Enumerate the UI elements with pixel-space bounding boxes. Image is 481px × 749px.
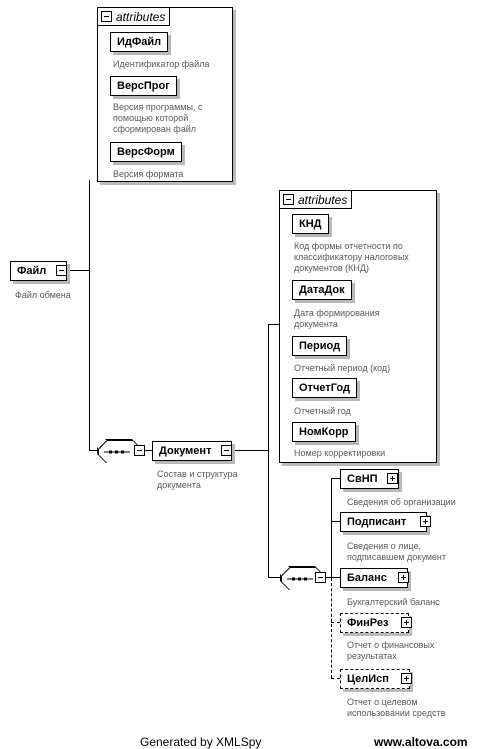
attribute-otchetgod[interactable]: ОтчетГод: [292, 378, 357, 398]
child-description: Бухгалтерский баланс: [347, 597, 440, 607]
root-element-file[interactable]: Файл: [10, 261, 68, 281]
connector: [268, 324, 269, 577]
connector: [324, 577, 331, 578]
attribute-description: Код формы отчетности по классификатору н…: [294, 241, 409, 273]
document-element[interactable]: Документ: [152, 441, 233, 461]
expand-icon[interactable]: [420, 516, 431, 527]
connector: [331, 478, 332, 578]
child-description: Отчет о целевом использовании средств: [347, 697, 446, 718]
connector: [268, 324, 279, 325]
collapse-icon[interactable]: [315, 572, 326, 583]
attribute-description: Идентификатор файла: [113, 59, 210, 69]
attributes-title: attributes: [116, 9, 166, 24]
attribute-description: Версия программы, с помощью которой сфор…: [113, 102, 203, 134]
collapse-icon[interactable]: [221, 445, 232, 456]
root-description: Файл обмена: [15, 290, 71, 300]
connector: [67, 270, 89, 271]
attribute-period[interactable]: Период: [292, 336, 348, 356]
connector: [89, 180, 90, 450]
child-description: Сведения об организации: [347, 497, 456, 507]
collapse-icon[interactable]: [283, 194, 294, 205]
child-tselisp[interactable]: ЦелИсп: [340, 669, 410, 689]
child-podpisant[interactable]: Подписант: [340, 512, 428, 532]
expand-icon[interactable]: [401, 673, 412, 684]
document-attributes-group: attributes КНД Код формы отчетности по к…: [279, 190, 437, 463]
document-description: Состав и структура документа: [157, 469, 238, 490]
sequence-icon: [98, 440, 141, 463]
child-description: Сведения о лице, подписавшем документ: [347, 541, 447, 562]
expand-icon[interactable]: [398, 572, 409, 583]
sequence-compositor[interactable]: [280, 566, 324, 590]
connector: [232, 450, 268, 451]
collapse-icon[interactable]: [134, 445, 145, 456]
attribute-nomkorr[interactable]: НомКорр: [292, 422, 356, 442]
attribute-datadok[interactable]: ДатаДок: [292, 280, 352, 300]
expand-icon[interactable]: [387, 473, 398, 484]
attribute-description: Отчетный год: [294, 406, 351, 416]
attribute-versprog[interactable]: ВерсПрог: [110, 76, 177, 96]
sequence-compositor[interactable]: [97, 439, 141, 463]
expand-icon[interactable]: [401, 617, 412, 628]
attributes-header[interactable]: attributes: [98, 8, 171, 26]
connector: [89, 450, 101, 451]
sequence-icon: [281, 567, 324, 590]
child-balans[interactable]: Баланс: [340, 568, 408, 588]
attribute-description: Отчетный период (код): [294, 363, 391, 373]
attributes-header[interactable]: attributes: [280, 191, 353, 209]
connector: [331, 577, 340, 578]
attribute-versform[interactable]: ВерсФорм: [110, 142, 182, 162]
connector-optional: [331, 578, 332, 678]
connector: [331, 478, 340, 479]
connector: [268, 577, 281, 578]
child-finrez[interactable]: ФинРез: [340, 613, 410, 633]
child-svnp[interactable]: СвНП: [340, 469, 399, 489]
connector: [144, 450, 153, 451]
connector: [331, 521, 340, 522]
attributes-title: attributes: [298, 192, 348, 207]
child-description: Отчет о финансовых результатах: [347, 640, 435, 661]
attribute-description: Номер корректировки: [294, 448, 386, 458]
attribute-description: Версия формата: [113, 169, 184, 179]
collapse-icon[interactable]: [56, 265, 67, 276]
attribute-idfile[interactable]: ИдФайл: [110, 32, 169, 52]
connector-optional: [331, 678, 340, 679]
root-attributes-group: attributes ИдФайл Идентификатор файла Ве…: [97, 7, 233, 182]
collapse-icon[interactable]: [101, 11, 112, 22]
attribute-knd[interactable]: КНД: [292, 214, 329, 234]
connector-optional: [331, 622, 340, 623]
footer-generator: Generated by XMLSpy: [140, 735, 262, 749]
footer-website[interactable]: www.altova.com: [374, 735, 468, 749]
attribute-description: Дата формирования документа: [294, 308, 380, 329]
